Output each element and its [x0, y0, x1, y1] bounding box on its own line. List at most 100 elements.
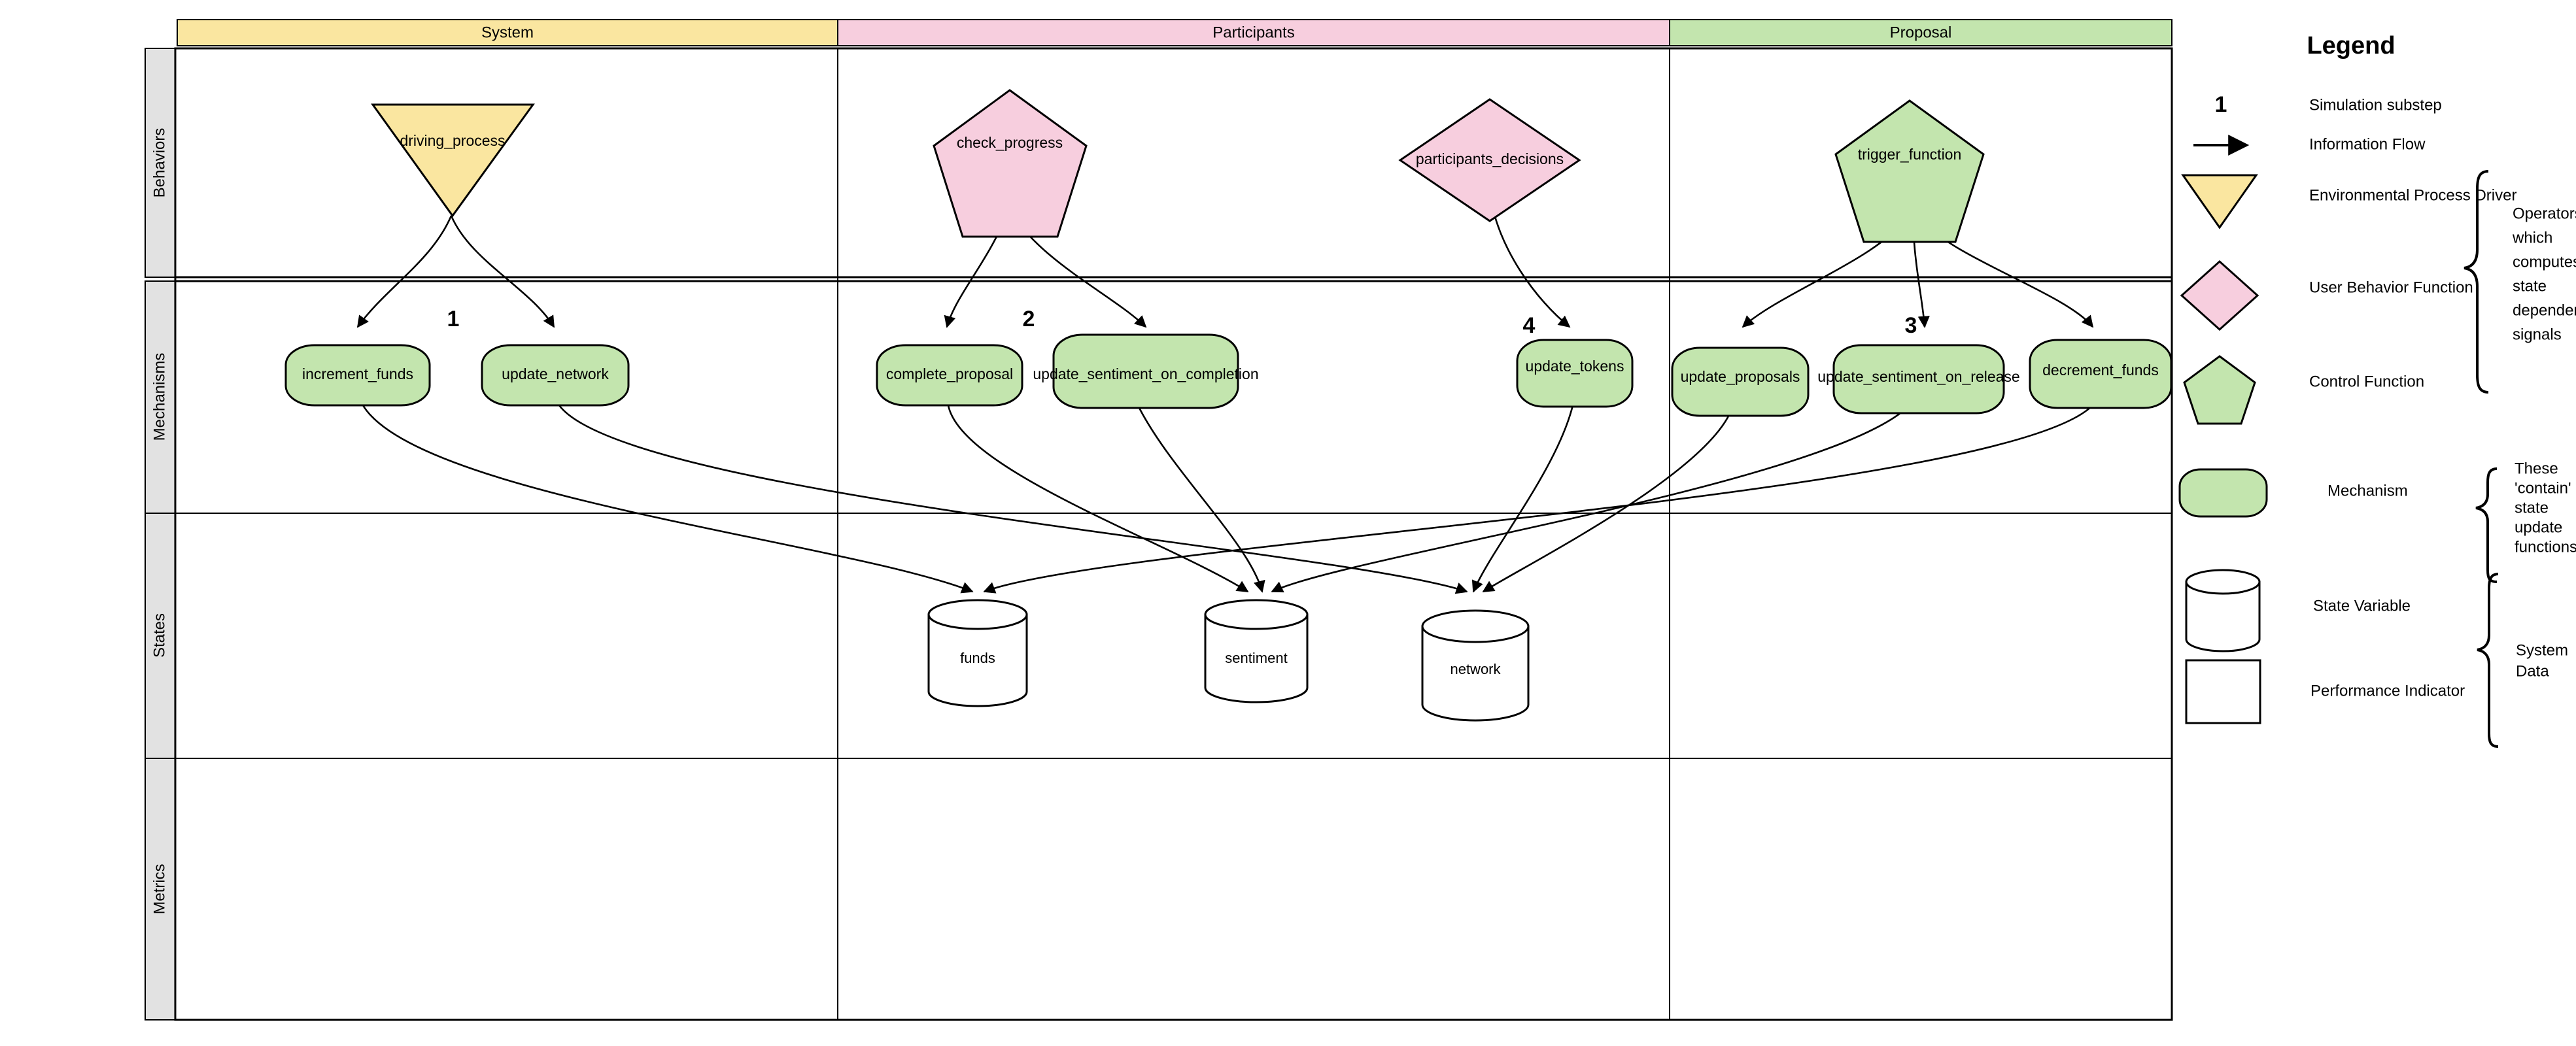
pentagon-icon: [2183, 355, 2256, 425]
legend-brace-line: signals: [2513, 326, 2562, 343]
column-header-proposal: Proposal: [1669, 19, 2172, 46]
cylinder-icon: [2185, 581, 2261, 652]
diamond-icon: [2180, 260, 2259, 331]
behavior-node-driving-process[interactable]: driving_process: [371, 103, 535, 218]
behavior-nodes: driving_process check_progress participa…: [371, 89, 1985, 243]
mechanism-node-label: update_sentiment_on_release: [1817, 368, 2019, 385]
mechanism-node-update-tokens[interactable]: update_tokens: [1516, 339, 1634, 408]
state-node-label: network: [1450, 661, 1501, 677]
edge-completeproposal-sentiment: [947, 405, 1249, 593]
row-header-states: States: [145, 513, 176, 759]
cylinder-top-icon: [1204, 599, 1309, 630]
substep-number: 1: [447, 307, 460, 331]
cylinder-top-icon: [927, 599, 1028, 630]
legend-brace-line: computes: [2513, 253, 2576, 271]
mechanism-node-label: update_network: [502, 365, 609, 382]
behavior-node-label: driving_process: [400, 132, 505, 149]
cylinder-icon: [927, 613, 1028, 707]
mechanism-node-label: update_proposals: [1681, 368, 1800, 385]
legend-item-label: Simulation substep: [2309, 96, 2442, 114]
mechanism-node-update-proposals[interactable]: update_proposals: [1671, 346, 1810, 417]
mechanism-node-label: update_sentiment_on_completion: [1033, 365, 1258, 382]
legend-brace-line: Data: [2516, 662, 2549, 680]
triangle-down-icon: [2181, 174, 2258, 229]
rect-icon: [2185, 659, 2261, 724]
substep-numbers: 1 2 3 4: [447, 307, 1917, 338]
legend-brace-mechanisms: These 'contain' state update functions: [2475, 460, 2576, 583]
legend-brace-operators: Operators which computes state dependent…: [2464, 170, 2576, 394]
edge-sentimentcompletion-sentiment: [1137, 405, 1265, 593]
rounded-rect-icon: [2029, 339, 2172, 409]
row-header-label: States: [150, 613, 168, 658]
row-header-label: Behaviors: [150, 128, 168, 198]
legend-brace-system-data: System Data: [2477, 573, 2568, 748]
legend-item-label: Information Flow: [2309, 135, 2426, 153]
brace-icon: [2477, 573, 2499, 748]
legend-item-label: Control Function: [2309, 373, 2424, 390]
mechanism-node-complete-proposal[interactable]: complete_proposal: [876, 344, 1023, 407]
state-node-label: sentiment: [1225, 650, 1287, 666]
rounded-rect-icon: [1516, 339, 1634, 408]
behavior-node-trigger-function[interactable]: trigger_function: [1834, 99, 1985, 243]
edges-mechanism-to-state: [362, 405, 2093, 594]
mechanism-node-label: update_tokens: [1526, 358, 1624, 375]
edge-sentimentrelease-sentiment: [1271, 405, 1910, 593]
pentagon-icon: [933, 89, 1088, 238]
legend-brace-line: These: [2515, 460, 2558, 477]
legend-brace-line: 'contain': [2515, 479, 2571, 497]
rounded-rect-icon: [876, 344, 1023, 407]
column-headers: System Participants Proposal: [177, 19, 2172, 46]
legend-glyph-number: 1: [2215, 92, 2227, 117]
behavior-node-label: trigger_function: [1858, 146, 1962, 163]
legend-item-label: Environmental Process Driver: [2309, 186, 2516, 204]
legend-item-user-behavior-function: User Behavior Function: [2180, 260, 2473, 331]
legend-item-label: Mechanism: [2327, 482, 2408, 499]
legend-item-label: Performance Indicator: [2310, 682, 2465, 700]
behavior-node-participants-decisions[interactable]: participants_decisions: [1398, 98, 1581, 222]
legend-brace-line: state: [2513, 277, 2547, 295]
edge-driving-updatenetwork: [450, 215, 555, 328]
behavior-node-check-progress[interactable]: check_progress: [933, 89, 1088, 238]
behavior-node-label: participants_decisions: [1416, 150, 1564, 167]
mechanism-node-update-sentiment-on-completion[interactable]: update_sentiment_on_completion: [1033, 333, 1259, 409]
row-header-mechanisms: Mechanisms: [145, 280, 176, 514]
state-node-funds[interactable]: funds: [927, 599, 1028, 707]
column-header-label: System: [481, 24, 534, 41]
column-header-label: Participants: [1212, 24, 1294, 41]
legend-brace-line: functions: [2515, 538, 2576, 556]
cylinder-top-icon: [1421, 609, 1530, 643]
grid-outline: [174, 47, 2173, 1021]
edges-behavior-to-mechanism: [356, 192, 2094, 328]
edge-driving-increment: [356, 215, 453, 328]
legend-item-performance-indicator: Performance Indicator: [2185, 659, 2465, 724]
pentagon-icon: [1834, 99, 1985, 243]
rounded-rect-icon: [1671, 346, 1810, 417]
behavior-node-label: check_progress: [957, 134, 1063, 151]
column-header-label: Proposal: [1890, 24, 1952, 41]
legend-item-label: State Variable: [2313, 597, 2411, 615]
rounded-rect-icon: [284, 344, 431, 407]
state-node-network[interactable]: network: [1421, 609, 1530, 722]
mechanism-node-label: increment_funds: [302, 365, 413, 382]
mechanism-node-increment-funds[interactable]: increment_funds: [284, 344, 431, 407]
legend-brace-line: System: [2516, 641, 2568, 659]
mechanism-node-decrement-funds[interactable]: decrement_funds: [2029, 339, 2172, 409]
legend-item-state-variable: State Variable: [2185, 569, 2411, 652]
mechanism-node-update-sentiment-on-release[interactable]: update_sentiment_on_release: [1817, 344, 2020, 414]
mechanism-node-label: decrement_funds: [2042, 362, 2159, 379]
column-header-system: System: [177, 19, 838, 46]
cylinder-icon: [1204, 613, 1309, 703]
legend-item-environmental-process-driver: Environmental Process Driver: [2181, 174, 2516, 229]
legend: Legend 1 Simulation substep Information …: [2178, 32, 2576, 748]
rounded-rect-icon: [481, 344, 630, 407]
edge-updatetokens-network: [1471, 405, 1574, 593]
row-header-metrics: Metrics: [145, 758, 176, 1021]
mechanism-node-update-network[interactable]: update_network: [481, 344, 630, 407]
legend-brace-line: state: [2515, 499, 2549, 516]
edge-updatenetwork-network: [558, 405, 1468, 594]
triangle-down-icon: [371, 103, 535, 218]
state-node-sentiment[interactable]: sentiment: [1204, 599, 1309, 703]
edge-updateproposals-network: [1482, 405, 1734, 593]
legend-item-simulation-substep: 1 Simulation substep: [2215, 92, 2442, 117]
